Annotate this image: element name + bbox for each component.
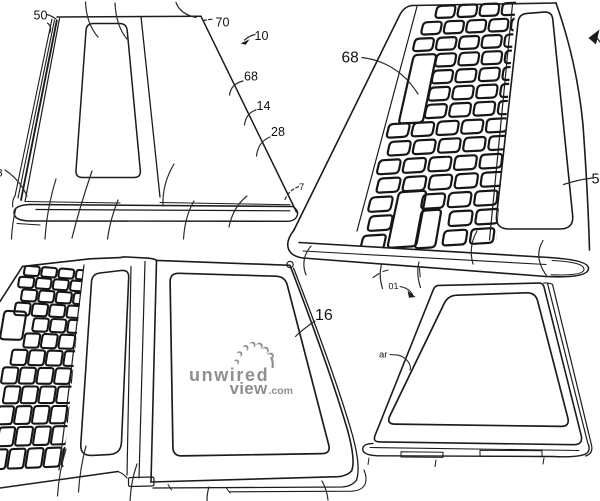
svg-text:01: 01 bbox=[388, 281, 399, 292]
svg-text:16: 16 bbox=[315, 307, 333, 324]
svg-text:14: 14 bbox=[257, 99, 271, 113]
svg-text:50: 50 bbox=[34, 9, 48, 23]
svg-text:.com: .com bbox=[269, 385, 294, 397]
svg-text:view: view bbox=[230, 379, 269, 398]
svg-text:68: 68 bbox=[244, 70, 258, 84]
svg-text:unwired: unwired bbox=[189, 365, 269, 385]
svg-text:3: 3 bbox=[0, 168, 3, 180]
svg-text:58: 58 bbox=[592, 172, 600, 188]
svg-text:68: 68 bbox=[342, 50, 359, 67]
svg-text:10: 10 bbox=[255, 29, 269, 43]
svg-text:ar: ar bbox=[379, 350, 387, 361]
svg-text:70: 70 bbox=[216, 16, 230, 30]
svg-text:7: 7 bbox=[299, 182, 304, 193]
svg-text:28: 28 bbox=[271, 125, 285, 139]
